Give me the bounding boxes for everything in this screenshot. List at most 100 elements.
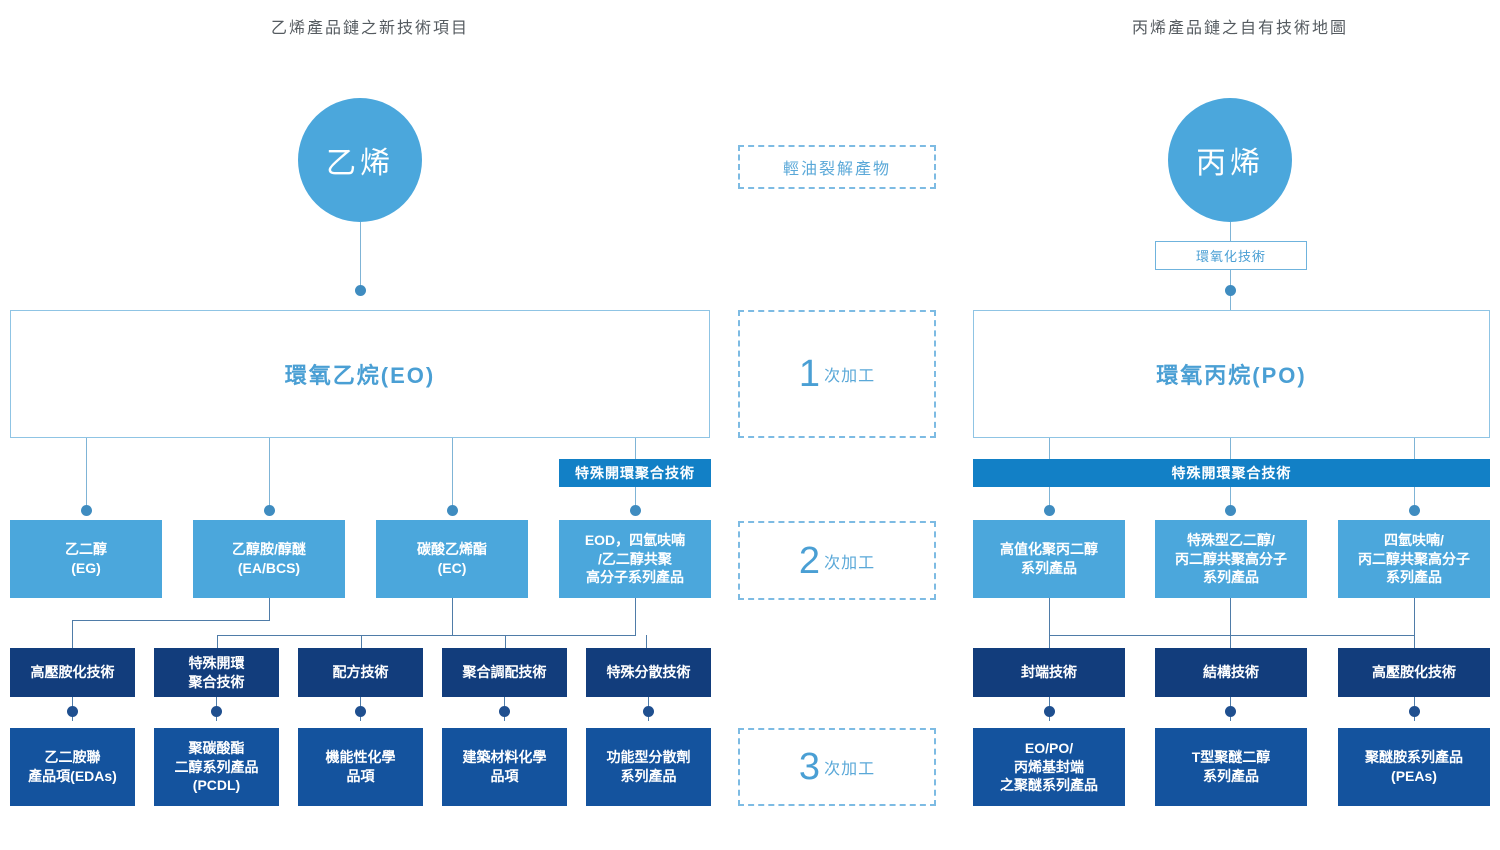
connector-po-banner — [1049, 438, 1050, 459]
route-line — [72, 620, 270, 621]
connector-dot — [630, 505, 641, 516]
route-line — [1230, 635, 1231, 648]
left-product-box-5: 功能型分散劑系列產品 — [586, 728, 711, 806]
eo-primary-box: 環氧乙烷(EO) — [10, 310, 710, 438]
route-line — [1414, 598, 1415, 635]
right-secondary-box-2: 特殊型乙二醇/丙二醇共聚高分子系列產品 — [1155, 520, 1307, 598]
left-tech-box-4: 聚合調配技術 — [442, 648, 567, 697]
feedstock-badge: 輕油裂解產物 — [738, 145, 936, 189]
right-tech-label-1: 封端技術 — [1021, 664, 1077, 681]
connector-po-banner — [1230, 438, 1231, 459]
connector-dot — [1225, 706, 1236, 717]
route-line — [646, 635, 647, 648]
stage-1-badge: 1 次加工 — [738, 310, 936, 438]
right-product-box-1: EO/PO/丙烯基封端之聚醚系列產品 — [973, 728, 1125, 806]
connector-banner-eod — [635, 487, 636, 510]
connector-dot — [211, 706, 222, 717]
connector-dot — [67, 706, 78, 717]
connector-banner-box — [1414, 487, 1415, 510]
connector-dot — [499, 706, 510, 717]
left-product-box-1: 乙二胺聯產品項(EDAs) — [10, 728, 135, 806]
eo-primary-label: 環氧乙烷(EO) — [284, 363, 436, 388]
left-secondary-label-1: 乙二醇(EG) — [65, 541, 107, 576]
connector-eo-ea — [269, 438, 270, 510]
right-tech-box-2: 結構技術 — [1155, 648, 1307, 697]
left-tech-box-2: 特殊開環聚合技術 — [154, 648, 279, 697]
connector-dot — [81, 505, 92, 516]
left-tech-box-1: 高壓胺化技術 — [10, 648, 135, 697]
route-line — [217, 635, 453, 636]
left-product-box-2: 聚碳酸酯二醇系列產品(PCDL) — [154, 728, 279, 806]
right-secondary-label-1: 高值化聚丙二醇系列產品 — [1000, 541, 1098, 576]
left-tech-label-1: 高壓胺化技術 — [30, 664, 115, 681]
epoxidation-tech-box: 環氧化技術 — [1155, 241, 1307, 270]
left-tech-label-5: 特殊分散技術 — [606, 664, 691, 681]
right-product-label-3: 聚醚胺系列產品(PEAs) — [1365, 749, 1463, 784]
connector-banner-box — [1049, 487, 1050, 510]
route-line — [635, 598, 636, 635]
stage-2-badge: 2 次加工 — [738, 521, 936, 600]
stage-2-suffix: 次加工 — [824, 554, 876, 572]
left-secondary-box-1: 乙二醇(EG) — [10, 520, 162, 598]
connector-dot — [1409, 706, 1420, 717]
right-tech-label-2: 結構技術 — [1203, 664, 1259, 681]
feedstock-label: 輕油裂解產物 — [782, 161, 891, 178]
left-tech-label-4: 聚合調配技術 — [462, 664, 547, 681]
route-line — [505, 635, 506, 648]
left-secondary-box-2: 乙醇胺/醇醚(EA/BCS) — [193, 520, 345, 598]
left-special-ring-opening-banner: 特殊開環聚合技術 — [559, 459, 711, 487]
route-line — [1230, 598, 1231, 635]
ethylene-source-label: 乙烯 — [326, 147, 394, 180]
po-primary-box: 環氧丙烷(PO) — [973, 310, 1490, 438]
connector-dot — [1044, 505, 1055, 516]
right-product-label-2: T型聚醚二醇系列產品 — [1191, 749, 1271, 784]
right-special-ring-opening-banner: 特殊開環聚合技術 — [973, 459, 1490, 487]
left-secondary-box-4: EOD，四氫呋喃/乙二醇共聚高分子系列產品 — [559, 520, 711, 598]
propylene-source-node: 丙烯 — [1168, 98, 1292, 222]
connector-dot — [355, 706, 366, 717]
route-line — [361, 635, 362, 648]
left-tech-label-3: 配方技術 — [332, 664, 389, 681]
route-line — [217, 635, 218, 648]
route-line — [1414, 635, 1415, 648]
left-secondary-box-3: 碳酸乙烯酯(EC) — [376, 520, 528, 598]
connector-dot — [264, 505, 275, 516]
right-banner-label: 特殊開環聚合技術 — [1171, 465, 1292, 481]
route-line — [1049, 635, 1050, 648]
connector-dot — [1225, 285, 1236, 296]
connector-eo-banner — [635, 438, 636, 460]
connector-dot — [1409, 505, 1420, 516]
left-secondary-label-3: 碳酸乙烯酯(EC) — [417, 541, 487, 576]
propylene-source-label: 丙烯 — [1196, 147, 1264, 180]
left-secondary-label-2: 乙醇胺/醇醚(EA/BCS) — [232, 541, 306, 576]
connector-dot — [1225, 505, 1236, 516]
right-product-box-3: 聚醚胺系列產品(PEAs) — [1338, 728, 1490, 806]
route-line — [1049, 635, 1415, 636]
connector-eo-eg — [86, 438, 87, 510]
connector-ethylene-to-eo — [360, 222, 361, 290]
right-product-box-2: T型聚醚二醇系列產品 — [1155, 728, 1307, 806]
left-secondary-label-4: EOD，四氫呋喃/乙二醇共聚高分子系列產品 — [584, 531, 686, 586]
left-banner-label: 特殊開環聚合技術 — [575, 465, 695, 481]
right-tech-box-1: 封端技術 — [973, 648, 1125, 697]
right-tech-label-3: 高壓胺化技術 — [1372, 664, 1456, 681]
left-chain-title: 乙烯產品鏈之新技術項目 — [270, 20, 469, 37]
right-secondary-label-2: 特殊型乙二醇/丙二醇共聚高分子系列產品 — [1175, 531, 1287, 586]
route-line — [452, 598, 453, 635]
left-product-box-4: 建築材料化學品項 — [442, 728, 567, 806]
route-line — [269, 598, 270, 620]
right-secondary-box-1: 高值化聚丙二醇系列產品 — [973, 520, 1125, 598]
connector-eo-ec — [452, 438, 453, 510]
left-product-label-4: 建築材料化學品項 — [462, 749, 547, 784]
right-product-label-1: EO/PO/丙烯基封端之聚醚系列產品 — [1000, 739, 1098, 794]
connector-banner-box — [1230, 487, 1231, 510]
ethylene-source-node: 乙烯 — [298, 98, 422, 222]
right-secondary-box-3: 四氫呋喃/丙二醇共聚高分子系列產品 — [1338, 520, 1490, 598]
left-product-label-5: 功能型分散劑系列產品 — [606, 749, 691, 784]
connector-dot — [355, 285, 366, 296]
stage-3-number: 3 — [798, 746, 821, 788]
right-tech-box-3: 高壓胺化技術 — [1338, 648, 1490, 697]
route-line — [361, 635, 636, 636]
left-tech-box-3: 配方技術 — [298, 648, 423, 697]
